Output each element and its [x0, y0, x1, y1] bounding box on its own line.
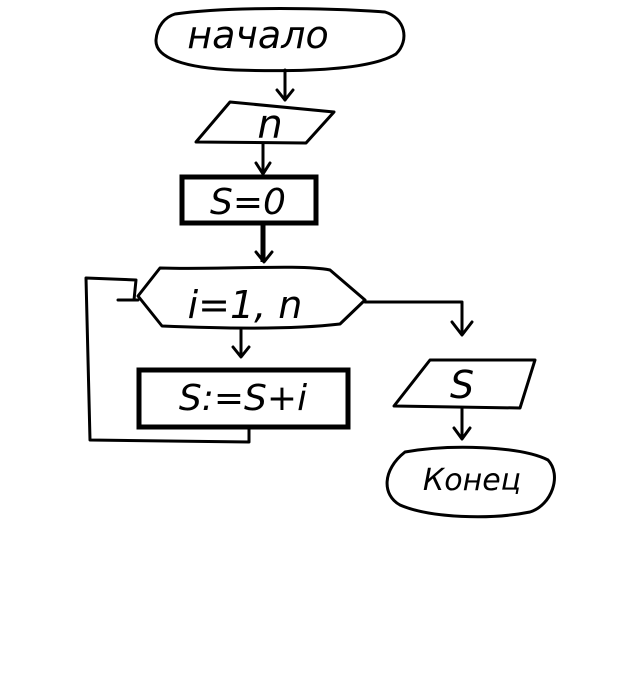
loop-block: i=1, n: [136, 265, 367, 330]
start-label: начало: [187, 13, 328, 57]
end-label: Конец: [423, 463, 521, 498]
arrow-loop-to-body: [231, 328, 251, 359]
input-n-block: n: [194, 100, 336, 148]
loop-hexagon: [136, 265, 367, 330]
start-terminator: начало: [154, 7, 406, 73]
init-block: S=0: [179, 174, 319, 226]
output-s-block: S: [392, 358, 537, 410]
init-rect: [179, 174, 319, 226]
input-label: n: [257, 102, 282, 148]
end-oval: [385, 445, 556, 519]
arrow-init-to-loop: [254, 223, 274, 264]
loop-label: i=1, n: [188, 283, 303, 327]
init-label: S=0: [210, 182, 286, 223]
arrow-input-to-init: [254, 141, 272, 177]
output-parallelogram: [392, 358, 537, 410]
arrow-loop-exit-to-output: [363, 300, 474, 337]
start-oval: [154, 7, 406, 73]
body-rect: [136, 367, 351, 430]
output-label: S: [450, 363, 474, 407]
arrow-start-to-input: [275, 68, 295, 102]
end-terminator: Конец: [385, 445, 556, 519]
body-block: S:=S+i: [136, 367, 351, 430]
loop-back-line: [84, 276, 251, 444]
arrow-output-to-end: [452, 406, 472, 441]
input-parallelogram: [194, 100, 336, 145]
body-label: S:=S+i: [179, 378, 307, 419]
